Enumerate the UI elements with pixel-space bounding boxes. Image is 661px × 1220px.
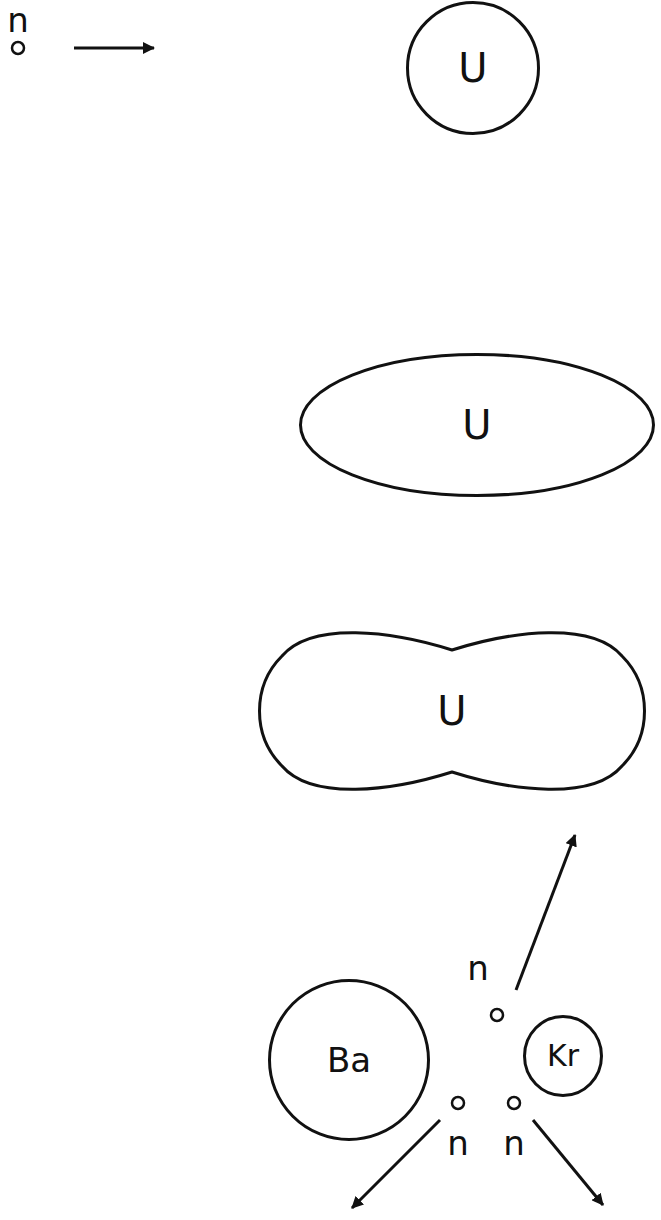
- nucleus-circle: U: [406, 1, 540, 135]
- neutron-label: n: [503, 1126, 525, 1160]
- neutron-label: n: [467, 951, 489, 985]
- element-symbol: Kr: [547, 1041, 579, 1071]
- nucleus-dumbbell-shape: [260, 633, 645, 790]
- neutron-dot: [452, 1097, 464, 1109]
- neutron-dot: [508, 1097, 520, 1109]
- fragment-circle: Kr: [523, 1015, 603, 1097]
- fragment-circle: Ba: [268, 979, 430, 1141]
- neutron-dot: [12, 42, 24, 54]
- motion-arrow: [516, 835, 575, 990]
- fragment-circle-shape: [525, 1017, 602, 1096]
- neutron-label: n: [447, 1126, 469, 1160]
- motion-arrow: [74, 47, 154, 50]
- neutron-label: n: [7, 3, 29, 37]
- element-symbol: U: [462, 405, 491, 445]
- element-symbol: U: [437, 691, 466, 731]
- motion-arrow: [533, 1120, 603, 1205]
- nucleus-ellipse-shape: [301, 355, 654, 496]
- element-symbol: U: [458, 48, 487, 88]
- nucleus-circle-shape: [408, 3, 539, 134]
- fragment-circle-shape: [270, 981, 429, 1140]
- nucleus-ellipse: U: [299, 353, 655, 497]
- element-symbol: Ba: [327, 1043, 371, 1077]
- neutron-dot: [491, 1009, 503, 1021]
- nucleus-dumbbell: U: [252, 616, 652, 806]
